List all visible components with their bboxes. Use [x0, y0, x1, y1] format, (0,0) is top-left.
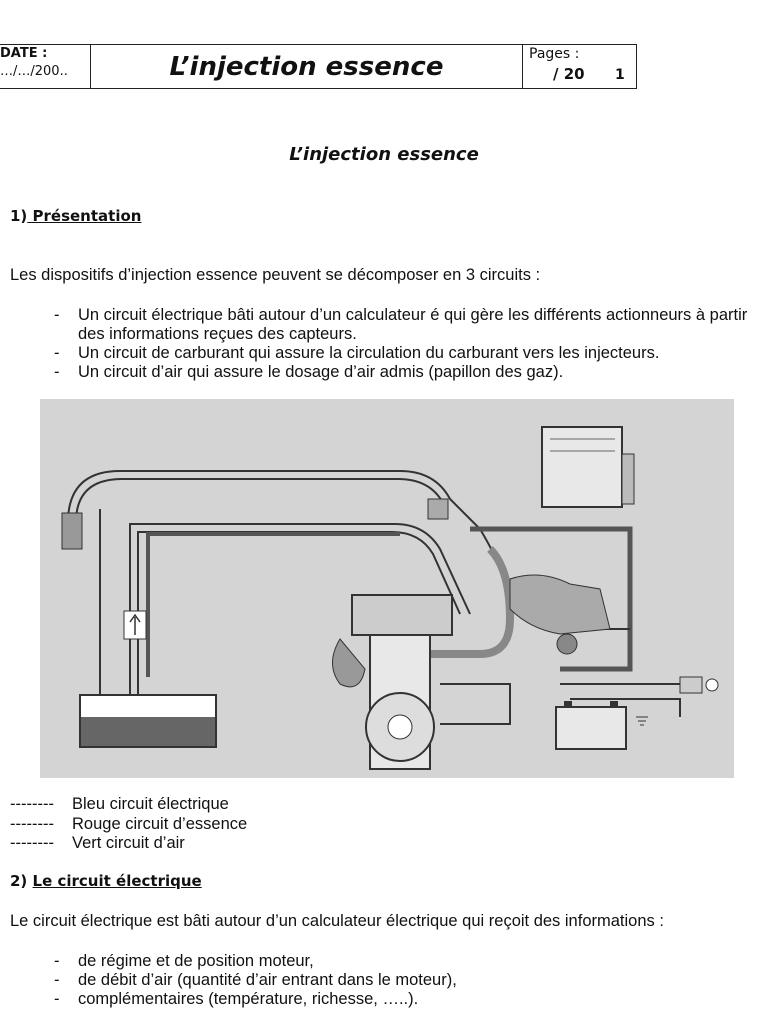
list-item: -de régime et de position moteur,: [54, 952, 314, 970]
header-table: DATE : …/…/200.. L’injection essence Pag…: [0, 44, 637, 89]
air-sensor: [556, 633, 578, 655]
list-item: -de débit d’air (quantité d’air entrant …: [54, 971, 457, 989]
date-label: DATE :: [0, 46, 48, 61]
legend-dashes: --------: [10, 834, 54, 852]
list-item: -Un circuit de carburant qui assure la c…: [54, 344, 660, 362]
circuits-list: -Un circuit électrique bâti autour d’un …: [0, 306, 758, 382]
ignition-switch: [679, 676, 719, 694]
list-bullet: -: [54, 306, 60, 324]
throttle-body: [509, 574, 611, 635]
document-title: L’injection essence: [289, 144, 479, 165]
legend-label: Bleu circuit électrique: [72, 795, 229, 813]
legend-dashes: --------: [10, 814, 54, 833]
section-1-heading: 1) Présentation: [10, 207, 141, 225]
header-title-cell: L’injection essence: [91, 45, 523, 88]
list-item: -Un circuit d’air qui assure le dosage d…: [54, 363, 564, 381]
list-item: -Un circuit électrique bâti autour d’un …: [54, 306, 748, 343]
list-bullet: -: [54, 952, 60, 970]
section-2-intro: Le circuit électrique est bâti autour d’…: [10, 912, 664, 930]
date-cell: DATE : …/…/200..: [0, 45, 91, 88]
section-2-title: Le circuit électrique: [32, 872, 202, 890]
engine-block: [332, 594, 453, 770]
section-1-intro: Les dispositifs d’injection essence peuv…: [10, 266, 541, 284]
legend-item: -------- Bleu circuit électrique: [10, 795, 247, 815]
ecu-unit: [541, 426, 635, 508]
fuel-filter: [61, 512, 83, 550]
air-duct: [470, 526, 633, 672]
pages-label: Pages :: [529, 46, 580, 62]
diagram-legend: -------- Bleu circuit électrique --------…: [10, 795, 247, 854]
legend-item: -------- Rouge circuit d’essence: [10, 815, 247, 835]
battery: [555, 701, 627, 750]
section-1-title: Présentation: [27, 207, 142, 225]
fuel-pipe-lower: [129, 523, 471, 699]
legend-label: Vert circuit d’air: [72, 834, 185, 852]
injection-system-diagram: [40, 399, 734, 778]
date-value: …/…/200..: [0, 64, 68, 79]
pages-cell: Pages : / 20 1: [523, 45, 636, 88]
list-bullet: -: [54, 990, 60, 1008]
legend-item: -------- Vert circuit d’air: [10, 834, 247, 854]
inputs-list: -de régime et de position moteur, -de dé…: [0, 952, 758, 1009]
fuel-regulator: [427, 498, 449, 520]
section-1-number: 1): [10, 207, 28, 225]
header-title: L’injection essence: [169, 51, 444, 82]
section-2-number: 2): [10, 872, 28, 890]
list-bullet: -: [54, 344, 60, 362]
diagram-drawing: [61, 426, 719, 770]
fuel-tank: [79, 694, 217, 748]
legend-dashes: --------: [10, 795, 54, 813]
list-item: -complémentaires (température, richesse,…: [54, 990, 419, 1008]
page-number: 1: [615, 67, 625, 83]
list-bullet: -: [54, 971, 60, 989]
pages-total: / 20: [553, 65, 585, 83]
legend-label: Rouge circuit d’essence: [72, 814, 248, 833]
list-bullet: -: [54, 363, 60, 381]
section-2-heading: 2) Le circuit électrique: [10, 872, 202, 890]
fuel-pipe-upper: [67, 470, 511, 610]
